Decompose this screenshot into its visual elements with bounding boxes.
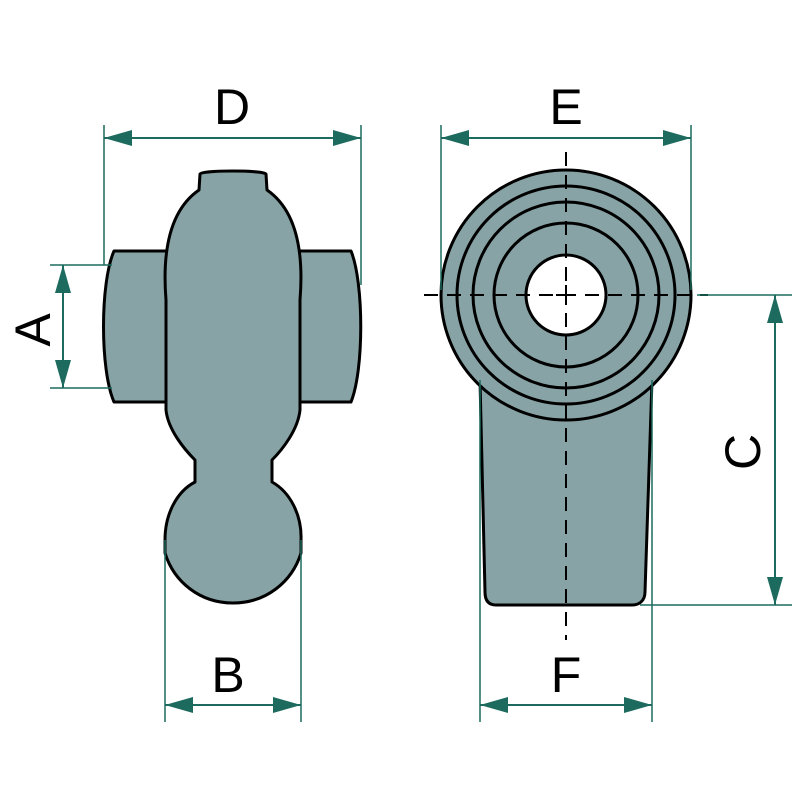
- dim-a-arrow-bottom: [55, 360, 71, 388]
- dim-f-arrow-left: [480, 697, 508, 713]
- dim-f-label: F: [551, 647, 582, 703]
- dim-c-arrow-top: [767, 295, 783, 323]
- dim-f-arrow-right: [624, 697, 652, 713]
- dim-c-arrow-bottom: [767, 577, 783, 605]
- dim-e-arrow-right: [663, 130, 691, 146]
- side-view: [102, 169, 363, 605]
- dim-d-arrow-left: [104, 130, 132, 146]
- dim-d-arrow-right: [333, 130, 361, 146]
- dim-a-arrow-top: [55, 265, 71, 293]
- dim-b-arrow-right: [273, 697, 301, 713]
- dim-b-arrow-left: [165, 697, 193, 713]
- side-view-lug-right: [294, 249, 363, 404]
- dimensions: D A B E C F: [5, 79, 792, 722]
- dim-e-arrow-left: [441, 130, 469, 146]
- front-view: [424, 152, 708, 640]
- dim-b-label: B: [211, 647, 244, 703]
- side-view-lug-left: [102, 249, 170, 404]
- dim-a-label: A: [5, 313, 61, 347]
- dim-e-label: E: [549, 79, 582, 135]
- dim-d-label: D: [214, 79, 250, 135]
- side-view-body: [163, 169, 303, 605]
- dim-c-label: C: [715, 434, 771, 470]
- front-view-shank: [478, 378, 654, 607]
